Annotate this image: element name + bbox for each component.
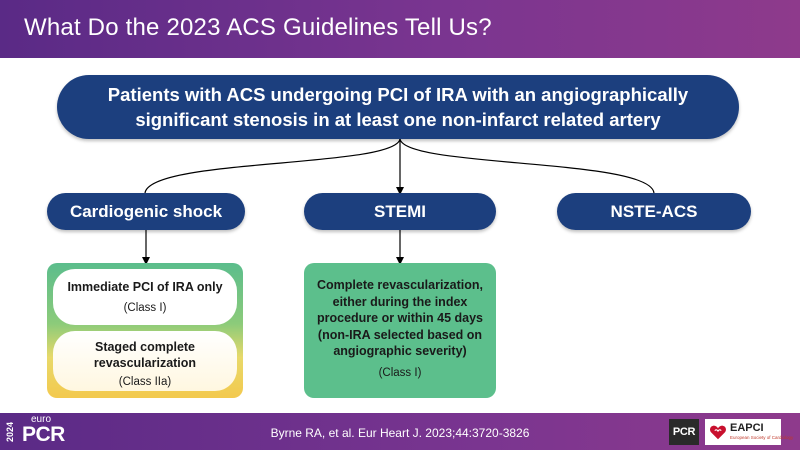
root-line-2: significant stenosis in at least one non…	[135, 109, 661, 130]
eapci-badge-logo: EAPCI European Society of Cardiology	[705, 419, 793, 445]
stemi-line-2: either during the index	[332, 294, 468, 309]
shock-rec-immediate-pci: Immediate PCI of IRA only (Class I)	[53, 269, 237, 325]
slide-title: What Do the 2023 ACS Guidelines Tell Us?	[24, 14, 492, 41]
europcr-logo-pcr: PCR	[22, 423, 65, 446]
category-nste-acs: NSTE-ACS	[557, 193, 751, 230]
shock-rec-1-class: (Class I)	[123, 302, 167, 314]
root-node: Patients with ACS undergoing PCI of IRA …	[57, 75, 739, 139]
citation: Byrne RA, et al. Eur Heart J. 2023;44:37…	[270, 426, 530, 440]
shock-rec-2-class: (Class IIa)	[118, 376, 172, 388]
pcr-badge-logo: PCR	[669, 419, 699, 445]
shock-rec-staged: Staged complete revascularization (Class…	[53, 331, 237, 391]
stemi-line-4: (non-IRA selected based on	[317, 327, 483, 342]
stemi-recommendation-box: Complete revascularization, either durin…	[304, 263, 496, 398]
stemi-class: (Class I)	[378, 366, 422, 379]
stemi-line-1: Complete revascularization,	[316, 278, 484, 292]
eapci-label: EAPCI	[730, 422, 764, 434]
root-line-1: Patients with ACS undergoing PCI of IRA …	[107, 84, 689, 105]
connector-to-nste	[399, 138, 655, 194]
footer-bar	[0, 413, 800, 450]
eapci-sublabel: European Society of Cardiology	[730, 435, 794, 440]
heart-icon	[710, 425, 726, 440]
connector-to-shock	[144, 138, 401, 194]
stemi-line-3: procedure or within 45 days	[316, 311, 483, 325]
category-stemi: STEMI	[304, 193, 496, 230]
stemi-line-5: angiographic severity)	[333, 344, 467, 358]
shock-rec-2-line-2: revascularization	[93, 356, 197, 370]
shock-rec-2-line-1: Staged complete	[94, 340, 196, 354]
title-bar: What Do the 2023 ACS Guidelines Tell Us?	[0, 0, 800, 58]
europcr-logo-euro: euro	[31, 414, 52, 425]
shock-rec-1-text: Immediate PCI of IRA only	[67, 280, 223, 294]
category-cardiogenic-shock: Cardiogenic shock	[47, 193, 245, 230]
shock-recommendation-box: Immediate PCI of IRA only (Class I) Stag…	[47, 263, 243, 398]
